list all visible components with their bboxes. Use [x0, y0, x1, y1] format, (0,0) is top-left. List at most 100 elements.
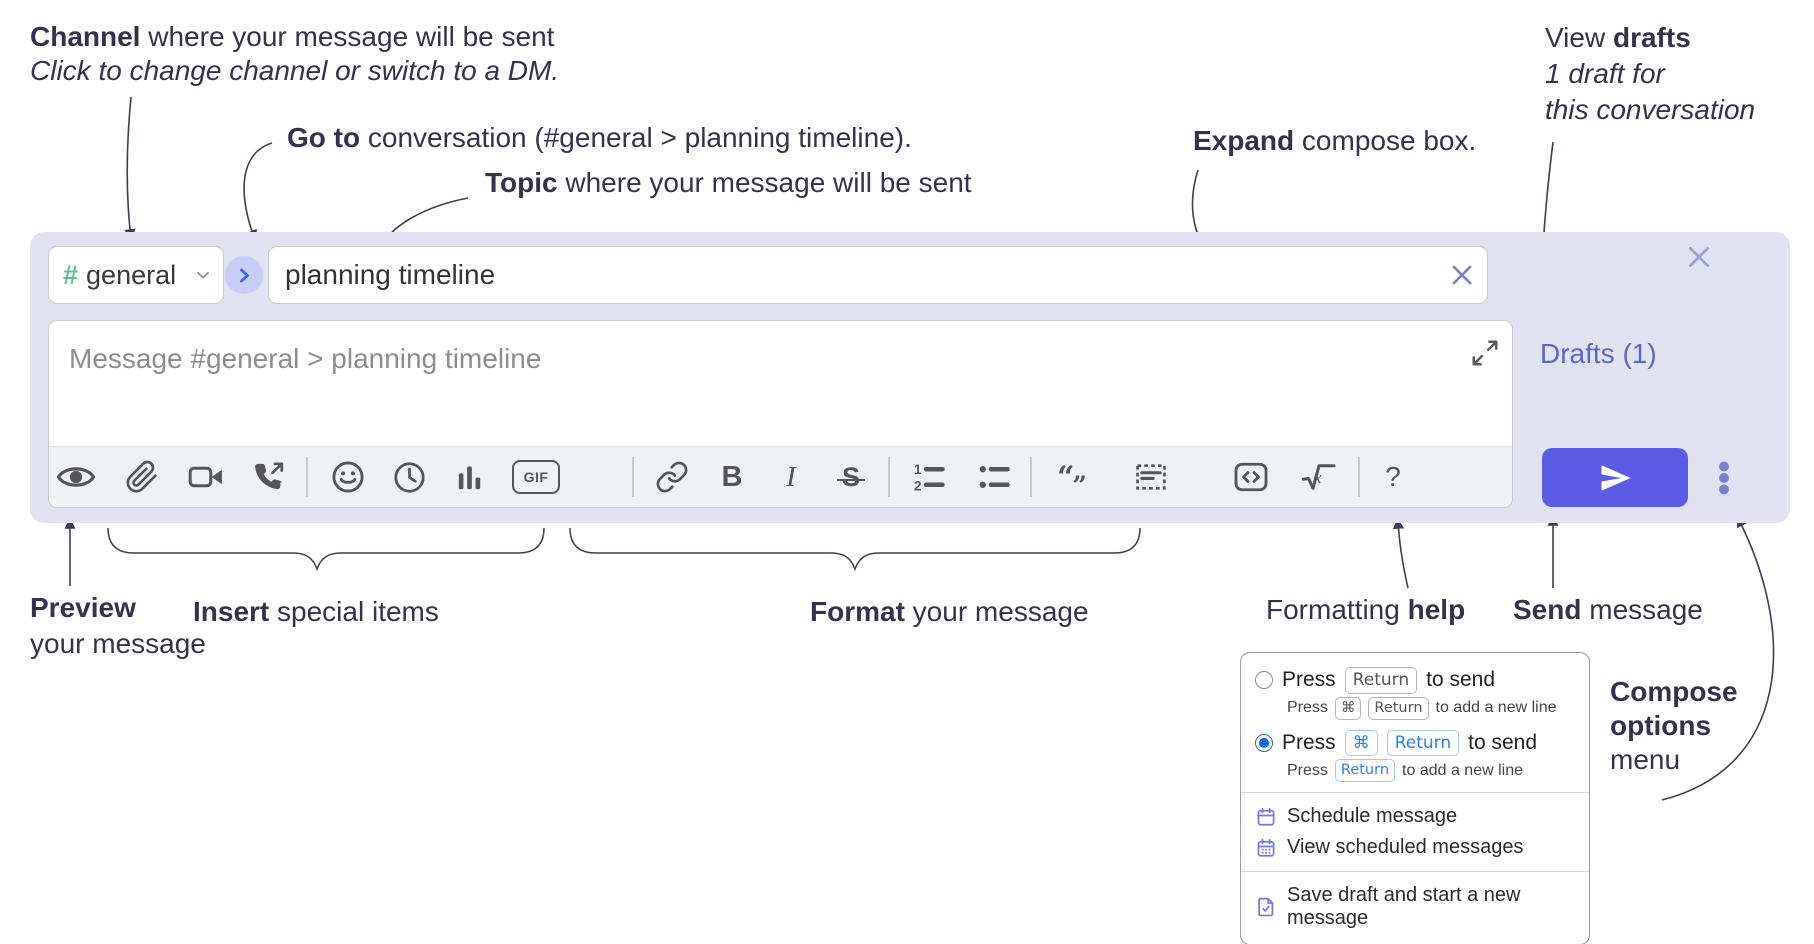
menu-item-save-draft[interactable]: Save draft and start a new message: [1253, 880, 1577, 934]
insert-brace: [107, 527, 545, 572]
topic-input-wrap: [268, 246, 1488, 304]
cmd-key: ⌘: [1334, 696, 1362, 720]
toolbar-divider: [888, 457, 890, 497]
spoiler-button[interactable]: [1129, 455, 1173, 499]
radio-on-icon[interactable]: [1255, 733, 1273, 752]
quote-button[interactable]: “”: [1049, 455, 1093, 500]
svg-text:1: 1: [914, 462, 922, 477]
send-annotation: Send message: [1513, 594, 1703, 625]
video-call-button[interactable]: [184, 455, 228, 499]
quote-icon: “”: [1057, 459, 1087, 500]
compose-box: # general: [30, 232, 1790, 523]
poll-button[interactable]: [447, 455, 491, 499]
global-time-button[interactable]: [387, 455, 431, 499]
strikethrough-button[interactable]: S: [829, 455, 873, 499]
drafts-link[interactable]: Drafts (1): [1540, 338, 1657, 369]
send-on-enter-subtext: Press ⌘ Return to add a new line: [1287, 696, 1577, 720]
close-icon: [1689, 246, 1709, 267]
clock-icon: [393, 461, 425, 493]
expand-compose-button[interactable]: [1468, 337, 1502, 371]
topic-annotation: Topic where your message will be sent: [485, 167, 972, 198]
return-key: Return: [1386, 729, 1460, 757]
send-on-enter-option[interactable]: Press Return to send: [1255, 667, 1577, 694]
attach-file-button[interactable]: [120, 455, 164, 499]
paperclip-icon: [126, 460, 157, 493]
format-brace: [569, 527, 1141, 572]
expand-icon: [1472, 340, 1498, 365]
topic-input[interactable]: [269, 247, 1487, 303]
video-camera-icon: [188, 466, 222, 488]
compose-options-annotation: Compose options menu: [1610, 676, 1738, 775]
toolbar-divider: [306, 457, 308, 497]
spoiler-icon: [1136, 464, 1166, 490]
compose-toolbar: GIF B I S: [49, 446, 1512, 507]
bold-icon: B: [721, 460, 743, 493]
bulleted-list-button[interactable]: [972, 455, 1016, 499]
compose-options-menu: Press Return to send Press ⌘ Return to a…: [1240, 652, 1590, 944]
vertical-ellipsis-icon: [1719, 461, 1729, 495]
math-button[interactable]: x: [1297, 455, 1341, 499]
send-on-cmd-enter-subtext: Press Return to add a new line: [1287, 759, 1577, 783]
eye-icon: [56, 467, 96, 487]
bold-button[interactable]: B: [710, 455, 754, 499]
close-icon: [1452, 265, 1472, 285]
menu-item-schedule-message[interactable]: Schedule message: [1253, 801, 1577, 832]
code-button[interactable]: [1229, 455, 1273, 499]
gif-button[interactable]: GIF: [510, 455, 562, 499]
return-key: Return: [1368, 696, 1429, 720]
message-formatting-help-button[interactable]: ?: [1371, 455, 1415, 499]
question-mark-icon: ?: [1385, 461, 1401, 492]
channel-annotation-bold: Channel: [30, 21, 141, 52]
return-key: Return: [1334, 759, 1396, 783]
phone-call-icon: [255, 462, 284, 490]
bar-chart-icon: [458, 466, 480, 489]
bulleted-list-icon: [979, 466, 1010, 488]
chevron-down-icon: [197, 271, 209, 279]
formatting-help-annotation: Formatting help: [1266, 594, 1466, 625]
send-button[interactable]: [1542, 448, 1688, 507]
radio-off-icon[interactable]: [1255, 671, 1273, 690]
channel-name: general: [86, 259, 177, 290]
menu-divider: [1241, 871, 1589, 873]
compose-options-button[interactable]: [1707, 461, 1741, 495]
help-connector: [1392, 517, 1409, 589]
channel-connector: [124, 96, 136, 241]
message-panel: GIF B I S: [48, 320, 1513, 508]
italic-icon: I: [786, 460, 796, 493]
numbered-list-icon: 12: [914, 462, 945, 494]
toolbar-divider: [1358, 457, 1360, 497]
draft-save-icon: [1258, 898, 1274, 917]
emoji-button[interactable]: [326, 455, 370, 499]
svg-text:2: 2: [914, 479, 922, 494]
chevron-right-icon: [240, 268, 249, 283]
channel-hash-icon: #: [63, 259, 79, 290]
link-button[interactable]: [650, 455, 694, 499]
audio-call-button[interactable]: [247, 455, 291, 499]
cmd-key: ⌘: [1344, 729, 1378, 757]
view-drafts-annotation: View drafts 1 draft for this conversatio…: [1545, 22, 1756, 125]
math-x-glyph: x: [1314, 468, 1322, 487]
goto-annotation: Go to conversation (#general > planning …: [287, 122, 912, 153]
preview-button[interactable]: [54, 455, 98, 499]
calendar-icon: [1257, 807, 1275, 826]
message-input[interactable]: [49, 321, 1512, 447]
compose-close-button[interactable]: [1681, 240, 1717, 276]
goto-conversation-button[interactable]: [225, 256, 263, 294]
channel-selector[interactable]: # general: [48, 246, 224, 304]
strikethrough-icon: S: [836, 461, 866, 492]
goto-connector: [243, 142, 273, 242]
send-on-cmd-enter-option[interactable]: Press ⌘ Return to send: [1255, 729, 1577, 757]
italic-button[interactable]: I: [769, 455, 813, 499]
preview-annotation: Preview your message: [30, 592, 206, 659]
topic-clear-button[interactable]: [1447, 261, 1477, 291]
format-annotation: Format your message: [810, 596, 1089, 627]
sqrt-icon: [1301, 464, 1336, 490]
send-icon: [1601, 464, 1631, 491]
expand-annotation: Expand compose box.: [1193, 125, 1477, 156]
menu-item-view-scheduled-messages[interactable]: View scheduled messages: [1253, 832, 1577, 863]
smiley-icon: [332, 461, 364, 493]
gif-icon: GIF: [512, 460, 560, 494]
return-key: Return: [1344, 667, 1418, 694]
